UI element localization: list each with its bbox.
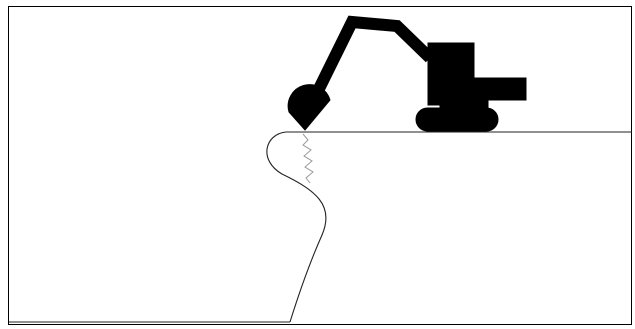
crack-line: [303, 134, 313, 183]
cliff-profile-line: [267, 132, 632, 322]
excavator-counterweight: [470, 78, 526, 100]
excavator-boom-arm: [312, 22, 430, 103]
excavator-tracks: [416, 108, 498, 131]
diagram-frame: [9, 7, 632, 325]
excavator-icon: [288, 22, 526, 131]
excavator-bucket: [288, 85, 330, 130]
excavator-cab: [428, 43, 474, 105]
